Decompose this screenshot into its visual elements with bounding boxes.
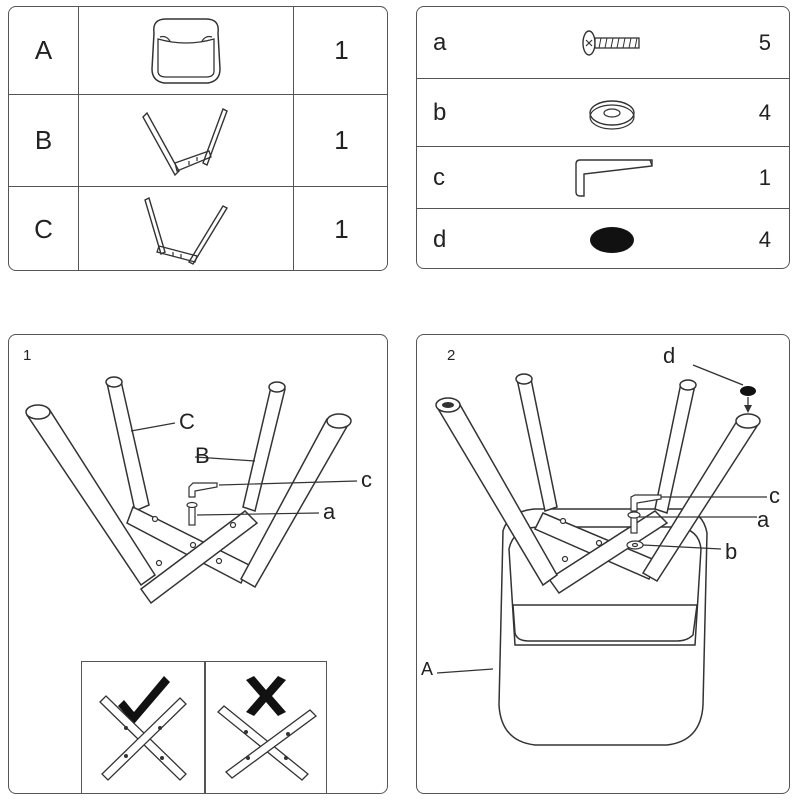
step-number: 1 xyxy=(23,347,32,364)
hardware-qty: 4 xyxy=(758,99,771,125)
leg-frame-c-icon xyxy=(144,196,228,265)
correct-orientation-diagram xyxy=(99,676,187,781)
hardware-qty: 5 xyxy=(758,29,771,55)
callout-b-washer: b xyxy=(725,539,738,564)
bolt-icon xyxy=(582,29,640,56)
part-letter: C xyxy=(9,187,79,270)
hardware-letter: c xyxy=(433,163,445,191)
callout-a-bolt: a xyxy=(323,499,336,524)
wrong-orientation-diagram xyxy=(217,676,317,781)
part-qty: 1 xyxy=(334,214,349,244)
callout-d-pad: d xyxy=(663,343,676,368)
parts-list-panel: A 1 B 1 xyxy=(8,6,388,271)
part-qty: 1 xyxy=(334,125,349,155)
hardware-row-c: c 1 xyxy=(417,147,789,209)
callout-c-key: c xyxy=(361,467,372,492)
hardware-list-panel: a 5 b 4 c xyxy=(416,6,790,269)
parts-table: A 1 B 1 xyxy=(9,7,387,270)
felt-pad-icon xyxy=(590,226,634,253)
callout-b-leg: B xyxy=(195,443,210,468)
step-2-illustration xyxy=(435,364,767,746)
allen-key-icon xyxy=(575,158,653,197)
step-1-panel: 1 xyxy=(8,334,388,794)
step-number: 2 xyxy=(447,347,456,364)
cross-icon xyxy=(246,676,286,716)
hardware-qty: 4 xyxy=(758,226,771,252)
washer-icon xyxy=(589,99,635,130)
hardware-qty: 1 xyxy=(758,164,771,190)
hardware-letter: d xyxy=(433,225,447,253)
part-qty: 1 xyxy=(334,35,349,65)
part-row-a: A 1 xyxy=(9,7,387,95)
chair-seat-icon xyxy=(151,17,221,84)
step-1-illustration xyxy=(25,376,358,605)
hardware-letter: a xyxy=(433,28,447,56)
hardware-row-a: a 5 xyxy=(417,7,789,79)
callout-c-leg: C xyxy=(179,409,195,434)
callout-c-key: c xyxy=(769,483,780,508)
hardware-row-d: d 4 xyxy=(417,209,789,268)
orientation-guide-box xyxy=(81,661,327,793)
step-2-panel: 2 xyxy=(416,334,790,794)
part-letter: A xyxy=(9,7,79,94)
callout-a-seat: A xyxy=(421,659,434,679)
hardware-letter: b xyxy=(433,98,447,126)
callout-a-bolt: a xyxy=(757,507,770,532)
leg-frame-b-icon xyxy=(142,107,228,176)
part-row-b: B 1 xyxy=(9,95,387,187)
part-row-c: C 1 xyxy=(9,187,387,270)
part-letter: B xyxy=(9,95,79,186)
checkmark-icon xyxy=(118,676,170,724)
hardware-row-b: b 4 xyxy=(417,79,789,147)
